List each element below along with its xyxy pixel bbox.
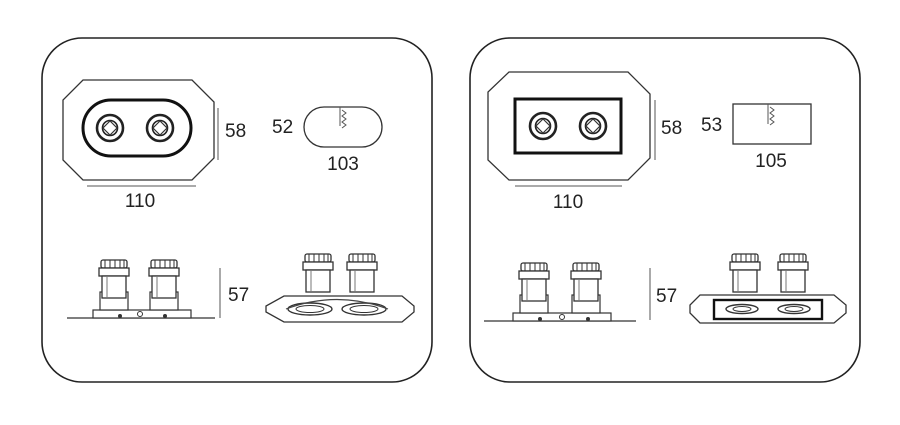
cutout-width-label: 103 xyxy=(327,154,359,175)
perspective-view xyxy=(265,253,415,323)
side-height-label: 57 xyxy=(656,286,677,307)
top-width-label: 110 xyxy=(553,192,583,213)
top-height-label: 58 xyxy=(661,118,682,139)
cutout-rounded-slot xyxy=(303,106,383,148)
cutout-height-label: 52 xyxy=(272,117,293,138)
side-height-label: 57 xyxy=(228,285,249,306)
top-width-label: 110 xyxy=(125,191,155,212)
perspective-view xyxy=(689,253,847,324)
side-view xyxy=(484,262,636,322)
top-view-plate xyxy=(62,79,215,181)
cutout-height-label: 53 xyxy=(701,115,722,136)
cutout-rectangle xyxy=(732,103,812,145)
cutout-width-label: 105 xyxy=(755,151,787,172)
panel-square-trim: 110 58 53 105 57 xyxy=(469,37,861,383)
top-height-label: 58 xyxy=(225,121,246,142)
panel-round-trim: 110 58 52 103 57 xyxy=(41,37,433,383)
top-view-plate xyxy=(487,71,651,181)
side-view xyxy=(67,259,215,319)
